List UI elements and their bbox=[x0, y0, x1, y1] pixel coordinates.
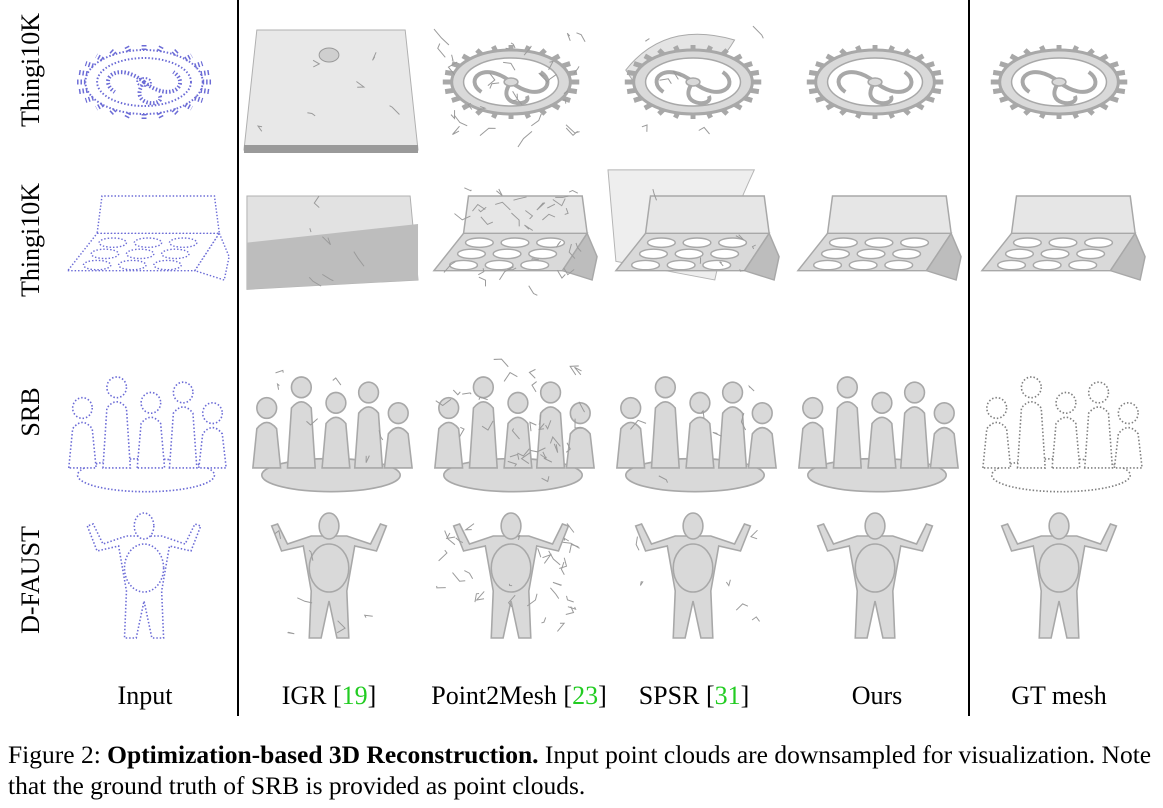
render-human-spsr bbox=[634, 512, 760, 639]
figure-cell-statue-p2m bbox=[424, 346, 602, 501]
figure-cell-human-points bbox=[58, 506, 234, 656]
render-tray-igr bbox=[246, 195, 419, 290]
figure-cell-human-igr bbox=[242, 506, 420, 656]
figure-caption: Figure 2: Optimization-based 3D Reconstr… bbox=[8, 739, 1158, 801]
render-statue-spsr bbox=[615, 376, 777, 493]
row-label-2: Thingi10K bbox=[16, 182, 45, 298]
row-label-1: Thingi10K bbox=[16, 12, 45, 128]
figure-cell-gear-p2m bbox=[424, 10, 602, 160]
separator-input bbox=[237, 0, 239, 716]
citation-igr[interactable]: 19 bbox=[341, 681, 368, 710]
render-human-points bbox=[86, 512, 202, 639]
figure-cell-human-spsr bbox=[606, 506, 784, 656]
figure-cell-tray-spsr bbox=[606, 168, 784, 308]
render-human-ours bbox=[816, 512, 934, 639]
col-label-igr: IGR [19] bbox=[281, 681, 377, 710]
col-label-spsr: SPSR [31] bbox=[638, 681, 750, 710]
figure-cell-gear-gt bbox=[972, 10, 1150, 160]
col-label-point2mesh: Point2Mesh [23] bbox=[431, 681, 607, 710]
render-gear-gt bbox=[990, 45, 1128, 119]
caption-prefix: Figure 2: bbox=[8, 740, 101, 769]
render-statue-gt bbox=[981, 376, 1143, 493]
col-label-input: Input bbox=[117, 681, 173, 710]
citation-spsr[interactable]: 31 bbox=[714, 681, 741, 710]
render-gear-igr bbox=[243, 29, 419, 153]
figure-cell-gear-igr bbox=[242, 10, 420, 160]
caption-title: Optimization-based 3D Reconstruction. bbox=[107, 740, 539, 769]
figure-cell-human-gt bbox=[972, 506, 1150, 656]
render-tray-points bbox=[66, 195, 230, 281]
figure-cell-human-p2m bbox=[424, 506, 602, 656]
figure-cell-tray-ours bbox=[788, 168, 966, 308]
figure-cell-tray-igr bbox=[242, 168, 420, 308]
figure-cell-tray-points bbox=[58, 168, 234, 308]
figure-cell-statue-ours bbox=[788, 346, 966, 501]
figure-cell-human-ours bbox=[788, 506, 966, 656]
render-tray-p2m bbox=[432, 187, 598, 296]
row-label-4: D-FAUST bbox=[16, 526, 45, 634]
figure-cell-tray-p2m bbox=[424, 168, 602, 308]
figure-cell-statue-igr bbox=[242, 346, 420, 501]
col-label-ours: Ours bbox=[851, 681, 903, 710]
separator-gt bbox=[968, 0, 970, 716]
render-gear-p2m bbox=[433, 28, 586, 148]
render-gear-ours bbox=[806, 45, 944, 119]
row-label-3: SRB bbox=[16, 387, 45, 437]
render-gear-spsr bbox=[624, 25, 764, 135]
render-statue-igr bbox=[251, 369, 413, 493]
figure-cell-tray-gt bbox=[972, 168, 1150, 308]
render-gear-points bbox=[76, 45, 212, 119]
col-label-gt: GT mesh bbox=[1011, 681, 1107, 710]
caption-text: Input point clouds are downsampled for v… bbox=[8, 740, 1152, 800]
figure-cell-statue-points bbox=[58, 346, 234, 501]
citation-point2mesh[interactable]: 23 bbox=[572, 681, 599, 710]
render-human-p2m bbox=[436, 512, 580, 639]
figure-cell-gear-ours bbox=[788, 10, 966, 160]
render-tray-gt bbox=[980, 195, 1146, 281]
render-statue-p2m bbox=[433, 358, 595, 493]
render-statue-points bbox=[67, 376, 228, 493]
figure-cell-gear-spsr bbox=[606, 10, 784, 160]
render-human-igr bbox=[270, 512, 388, 639]
render-tray-ours bbox=[796, 195, 962, 281]
figure-cell-statue-spsr bbox=[606, 346, 784, 501]
figure-cell-statue-gt bbox=[972, 346, 1150, 501]
render-human-gt bbox=[1000, 512, 1118, 639]
figure-cell-gear-points bbox=[58, 10, 234, 160]
render-tray-spsr bbox=[607, 169, 780, 281]
render-statue-ours bbox=[797, 376, 959, 493]
